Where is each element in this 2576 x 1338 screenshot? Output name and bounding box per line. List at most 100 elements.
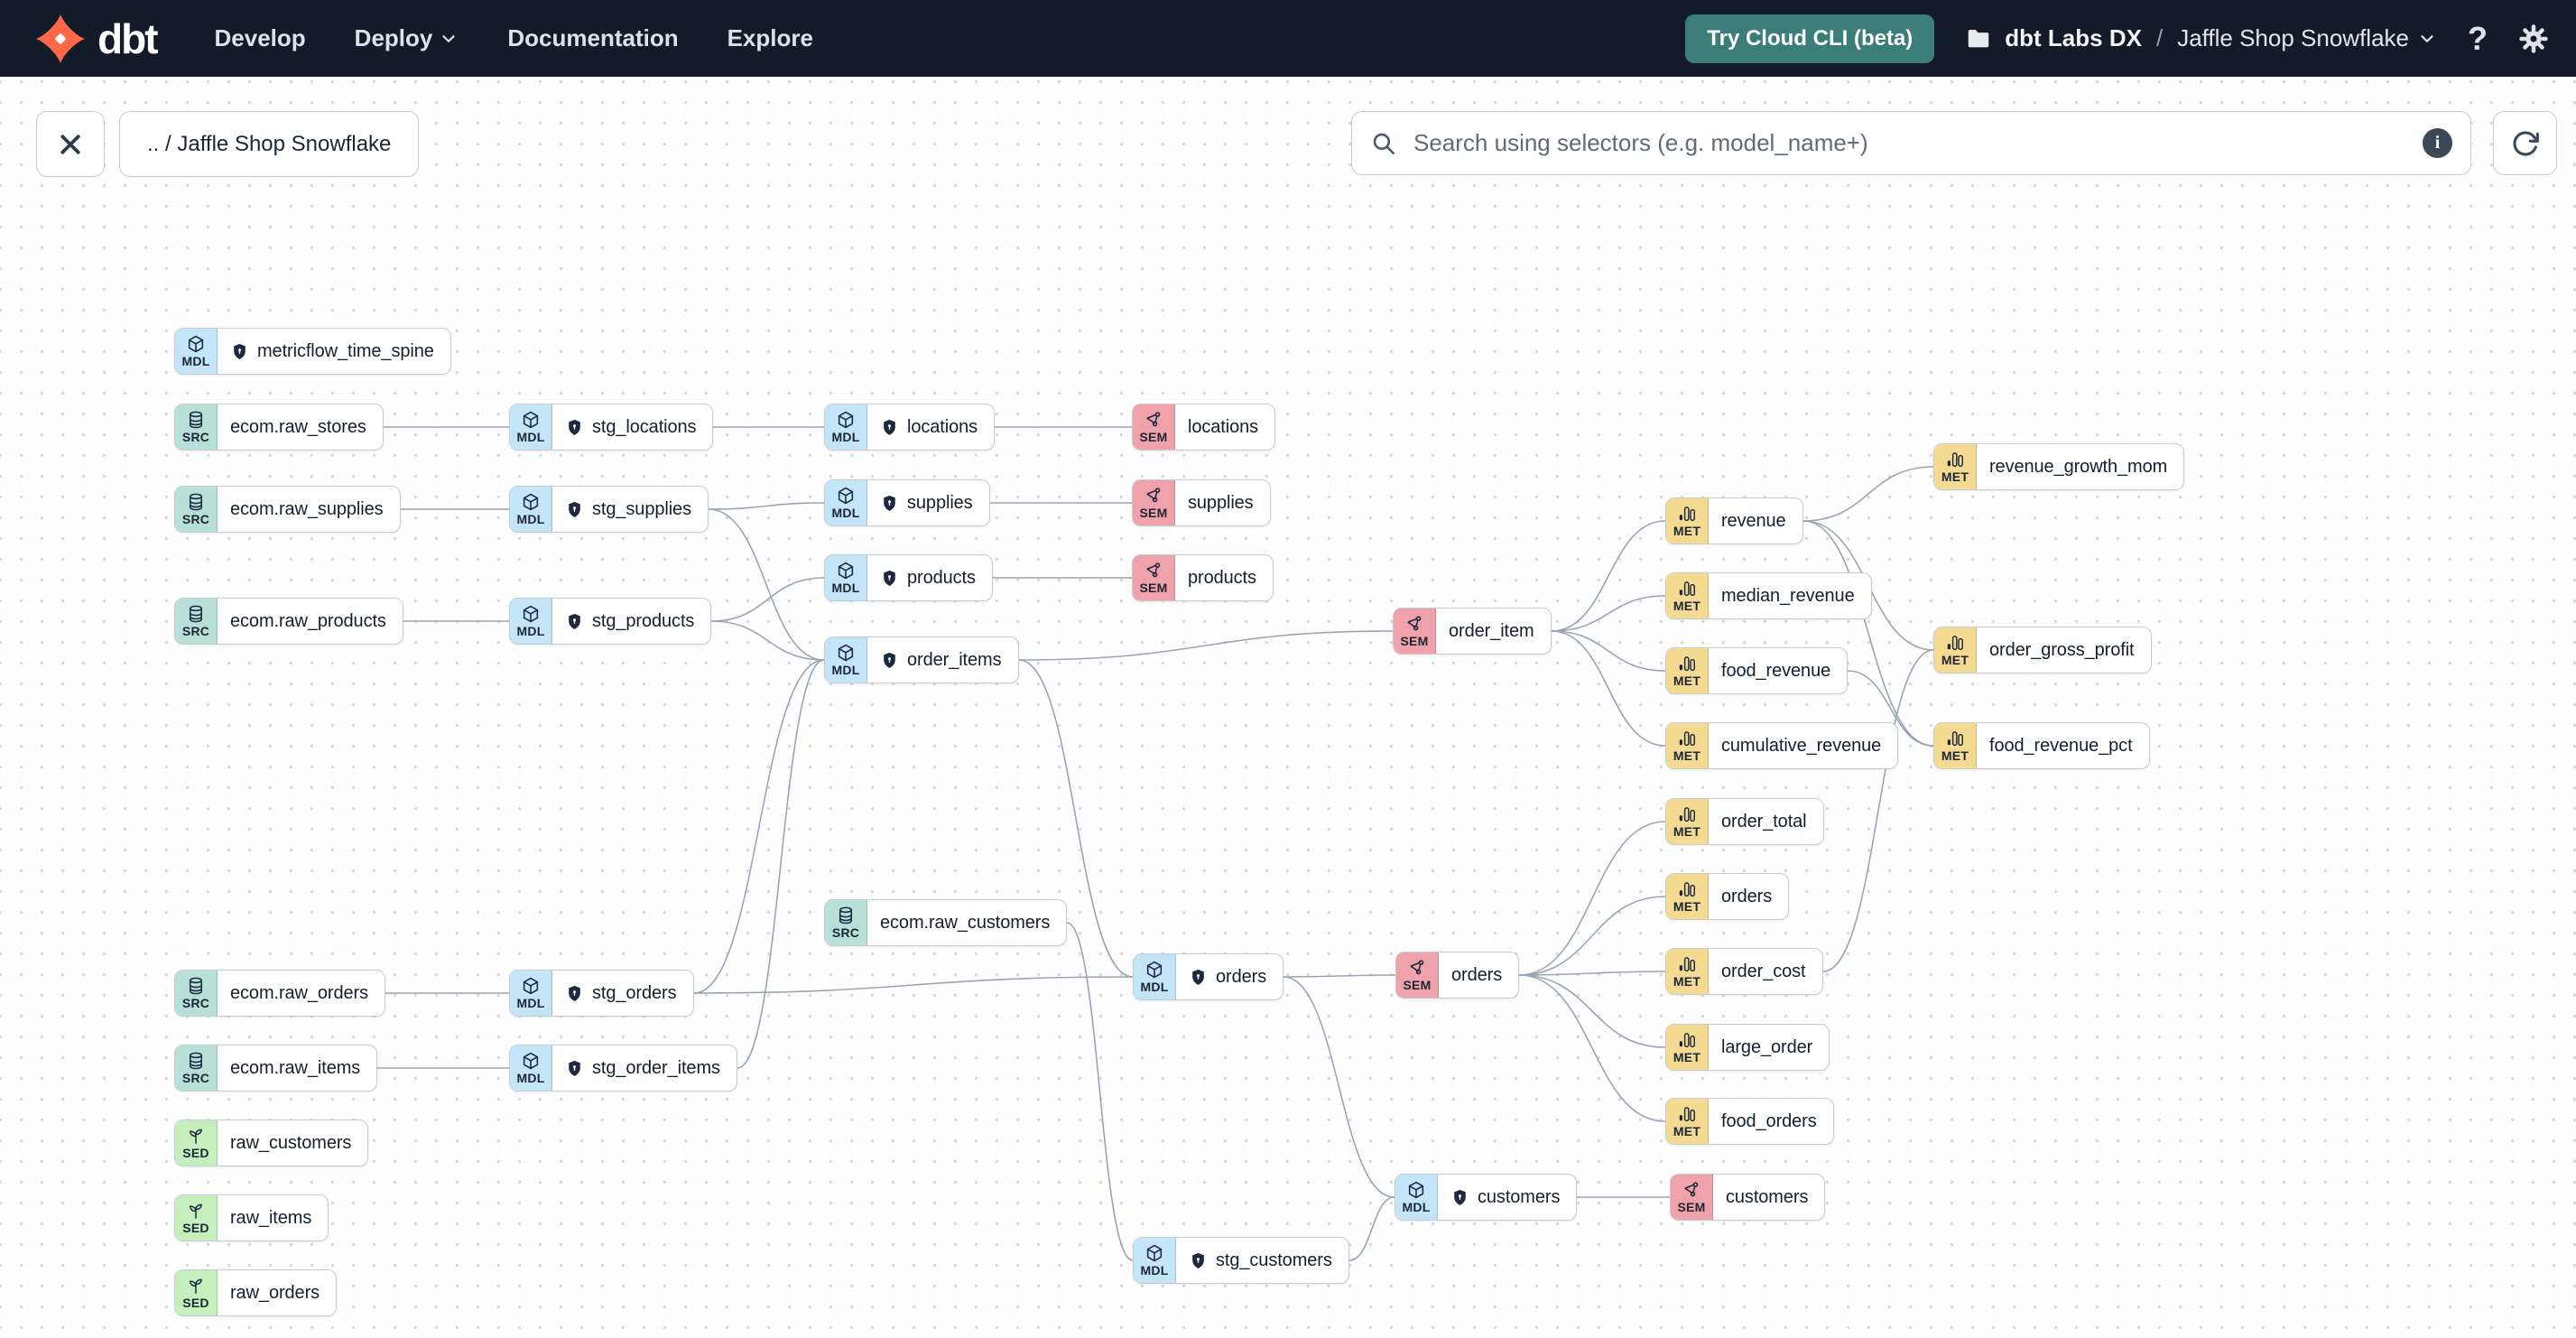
nav-item-explore[interactable]: Explore — [727, 24, 813, 51]
shield-icon — [880, 494, 899, 513]
chart-icon — [1945, 633, 1965, 653]
graph-node-metricflow_time_spine[interactable]: MDL metricflow_time_spine — [174, 328, 451, 375]
refresh-button[interactable] — [2493, 111, 2557, 175]
project-selector[interactable]: Jaffle Shop Snowflake — [2177, 24, 2437, 52]
node-type-badge: SED — [175, 1195, 218, 1240]
graph-node-ecom_raw_customers[interactable]: SRC ecom.raw_customers — [824, 899, 1068, 946]
graph-node-customers_mdl[interactable]: MDL customers — [1395, 1174, 1578, 1221]
graph-node-raw_orders[interactable]: SED raw_orders — [174, 1269, 338, 1316]
lineage-canvas[interactable] — [0, 77, 2576, 1338]
node-type-label: MDL — [516, 996, 545, 1011]
graph-node-median_revenue[interactable]: MET median_revenue — [1665, 572, 1872, 619]
cube-icon — [521, 604, 541, 624]
node-label: supplies — [1188, 492, 1254, 513]
chart-icon — [1945, 450, 1965, 469]
shield-icon — [565, 418, 584, 437]
node-type-label: SRC — [181, 430, 210, 445]
node-type-badge: MET — [1934, 444, 1977, 489]
graph-node-order_items[interactable]: MDL order_items — [824, 636, 1019, 683]
gear-icon[interactable] — [2518, 23, 2549, 54]
try-cloud-cli-button[interactable]: Try Cloud CLI (beta) — [1685, 14, 1935, 63]
node-type-badge: SEM — [1133, 480, 1175, 525]
graph-node-orders_sem[interactable]: SEM orders — [1395, 952, 1520, 999]
nav-item-documentation[interactable]: Documentation — [507, 24, 679, 51]
graph-node-products_mdl[interactable]: MDL products — [824, 554, 993, 601]
graph-node-stg_locations[interactable]: MDL stg_locations — [509, 404, 714, 451]
graph-node-supplies_mdl[interactable]: MDL supplies — [824, 479, 990, 526]
node-body: supplies — [1175, 480, 1270, 525]
graph-node-ecom_raw_orders[interactable]: SRC ecom.raw_orders — [174, 970, 386, 1017]
graph-node-ecom_raw_products[interactable]: SRC ecom.raw_products — [174, 598, 403, 645]
node-label: raw_customers — [230, 1132, 352, 1153]
graph-node-order_total[interactable]: MET order_total — [1665, 798, 1824, 845]
node-label: products — [1188, 567, 1256, 588]
node-body: ecom.raw_products — [218, 599, 403, 644]
node-label: food_revenue — [1721, 660, 1831, 681]
node-type-badge: MDL — [825, 555, 867, 600]
node-type-label: SED — [182, 1296, 209, 1311]
database-icon — [186, 410, 206, 430]
graph-node-revenue_growth_mom[interactable]: MET revenue_growth_mom — [1933, 443, 2185, 490]
graph-node-stg_customers[interactable]: MDL stg_customers — [1133, 1237, 1349, 1284]
node-body: order_item — [1436, 609, 1551, 654]
graph-node-orders_mdl[interactable]: MDL orders — [1133, 953, 1284, 1000]
node-type-badge: MET — [1666, 1025, 1709, 1070]
node-label: customers — [1726, 1186, 1809, 1207]
node-type-label: SRC — [181, 624, 210, 639]
shield-icon — [1189, 1251, 1208, 1270]
graph-node-food_revenue_pct[interactable]: MET food_revenue_pct — [1933, 722, 2150, 769]
graph-node-stg_supplies[interactable]: MDL stg_supplies — [509, 486, 709, 533]
graph-node-ecom_raw_stores[interactable]: SRC ecom.raw_stores — [174, 404, 384, 451]
node-body: locations — [1175, 404, 1274, 450]
graph-node-ecom_raw_supplies[interactable]: SRC ecom.raw_supplies — [174, 486, 401, 533]
graph-node-stg_products[interactable]: MDL stg_products — [509, 598, 712, 645]
info-icon[interactable]: i — [2423, 128, 2452, 158]
top-navbar: dbt Develop Deploy Documentation Explore… — [0, 0, 2576, 77]
close-lineage-button[interactable] — [36, 111, 105, 177]
graph-node-food_orders[interactable]: MET food_orders — [1665, 1098, 1834, 1145]
graph-node-cumulative_revenue[interactable]: MET cumulative_revenue — [1665, 722, 1899, 769]
node-label: order_gross_profit — [1989, 639, 2135, 660]
graph-node-order_gross_profit[interactable]: MET order_gross_profit — [1933, 627, 2152, 674]
graph-node-stg_order_items[interactable]: MDL stg_order_items — [509, 1045, 737, 1092]
graph-node-order_item_sem[interactable]: SEM order_item — [1393, 608, 1552, 655]
node-label: ecom.raw_orders — [230, 982, 369, 1003]
graph-node-large_order[interactable]: MET large_order — [1665, 1024, 1830, 1071]
node-type-badge: MET — [1666, 799, 1709, 844]
account-name[interactable]: dbt Labs DX — [2005, 24, 2142, 51]
graph-node-revenue[interactable]: MET revenue — [1665, 497, 1803, 544]
graph-node-raw_customers[interactable]: SED raw_customers — [174, 1120, 369, 1166]
node-type-badge: MDL — [510, 599, 552, 644]
nav-item-deploy[interactable]: Deploy — [355, 24, 459, 52]
graph-node-ecom_raw_items[interactable]: SRC ecom.raw_items — [174, 1045, 378, 1092]
shield-icon — [1450, 1188, 1469, 1207]
node-type-label: MDL — [1140, 980, 1169, 995]
node-body: orders — [1439, 952, 1518, 998]
search-input[interactable] — [1412, 128, 2408, 158]
brand[interactable]: dbt — [34, 13, 159, 65]
node-type-label: MET — [1673, 899, 1701, 915]
graph-node-raw_items[interactable]: SED raw_items — [174, 1194, 329, 1241]
shield-icon — [565, 612, 584, 631]
node-type-label: MDL — [516, 624, 545, 639]
help-icon[interactable]: ? — [2468, 19, 2488, 57]
graph-node-locations_sem[interactable]: SEM locations — [1132, 404, 1276, 451]
graph-node-orders_met[interactable]: MET orders — [1665, 873, 1790, 920]
node-type-label: MET — [1673, 748, 1701, 764]
database-icon — [186, 604, 206, 624]
node-body: customers — [1713, 1175, 1824, 1220]
node-type-badge: SEM — [1671, 1175, 1713, 1220]
graph-node-supplies_sem[interactable]: SEM supplies — [1132, 479, 1271, 526]
nav-item-develop[interactable]: Develop — [214, 24, 306, 51]
node-type-badge: MET — [1934, 627, 1977, 673]
graph-node-stg_orders[interactable]: MDL stg_orders — [509, 970, 694, 1017]
shield-icon — [1189, 968, 1208, 987]
node-type-badge: SEM — [1133, 404, 1175, 450]
lineage-breadcrumb[interactable]: .. / Jaffle Shop Snowflake — [119, 111, 420, 177]
graph-node-order_cost[interactable]: MET order_cost — [1665, 948, 1823, 995]
graph-node-food_revenue[interactable]: MET food_revenue — [1665, 647, 1849, 694]
graph-node-customers_sem[interactable]: SEM customers — [1670, 1174, 1826, 1221]
node-label: customers — [1478, 1186, 1561, 1207]
graph-node-locations_mdl[interactable]: MDL locations — [824, 404, 996, 451]
graph-node-products_sem[interactable]: SEM products — [1132, 554, 1274, 601]
